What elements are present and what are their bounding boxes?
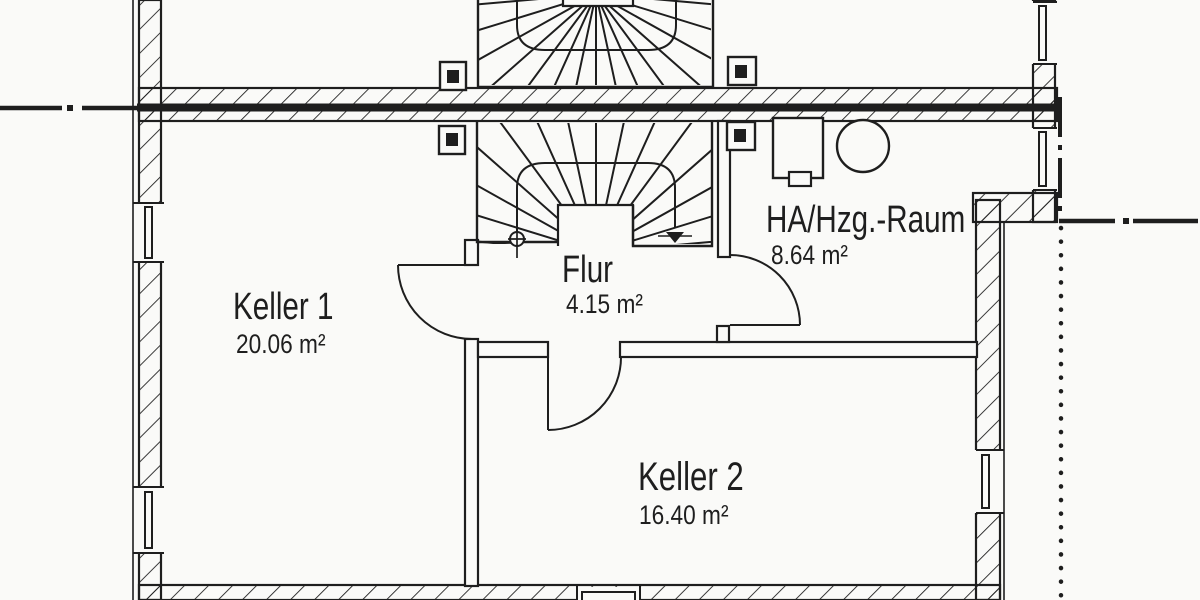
staircase-lower [475,122,714,258]
stair-direction-arrow [658,232,692,243]
wall-core-line [137,103,1057,112]
room-area-ha-hzg-raum: 8.64 m² [771,240,848,270]
reference-lines [0,97,1198,600]
stair-well-cutout [563,0,633,6]
room-label-keller1: Keller 1 [233,286,334,328]
staircase-upper [476,0,715,89]
room-area-flur: 4.15 m² [566,289,643,319]
axis-dash-dot-right [1059,218,1198,224]
column-marker [438,60,468,92]
walk-line [516,162,676,232]
door-keller2 [547,356,622,431]
column-marker [725,120,757,152]
stair-well-cutout [558,205,633,246]
left-exterior-wall [137,0,163,600]
axis-dash-dot-left [0,105,137,111]
door-swing-arc [397,264,473,340]
bottom-exterior-wall [137,583,1002,600]
wall-keller1-divider-top [463,238,480,267]
door-swing-arc [729,254,801,326]
tank-circle [835,118,891,174]
stair-treads [479,0,711,85]
door-keller1 [397,264,473,340]
room-area-keller1: 20.06 m² [236,329,326,359]
room-label-flur: Flur [562,249,614,291]
stair-well-outline [561,0,635,8]
window-right-lower [974,449,1004,514]
wall-keller2-north-left [476,340,550,359]
window-left-2 [133,486,164,554]
stair-outline [475,122,714,248]
right-exterior-wall-lower [974,198,1002,600]
windows [133,1,1057,600]
column-marker [726,55,758,87]
stair-outline [476,0,715,89]
doors [397,254,801,431]
window-left-1 [133,202,164,263]
door-swing-arc [547,356,622,431]
wall-keller2-north-right [618,340,979,359]
window-right-upper-1 [1031,1,1057,65]
interior-walls [463,119,979,588]
equipment [771,116,891,188]
door-ha-raum [729,254,801,326]
window-right-upper-2 [1031,127,1057,191]
room-area-keller2: 16.40 m² [639,500,729,530]
wall-keller1-divider-bottom [463,337,480,588]
columns [437,55,758,156]
window-bottom [576,585,641,600]
room-label-keller2: Keller 2 [638,455,744,499]
walk-line [516,0,677,51]
exterior-walls [132,0,1059,600]
boiler-rectangle [771,116,825,180]
boiler-connector [787,170,813,188]
wall-ha-west [716,119,732,259]
room-label-ha-hzg-raum: HA/Hzg.-Raum [766,199,966,241]
column-marker [437,124,467,156]
stair-start-circle [508,227,526,258]
wall-ha-door-stub [715,324,731,344]
